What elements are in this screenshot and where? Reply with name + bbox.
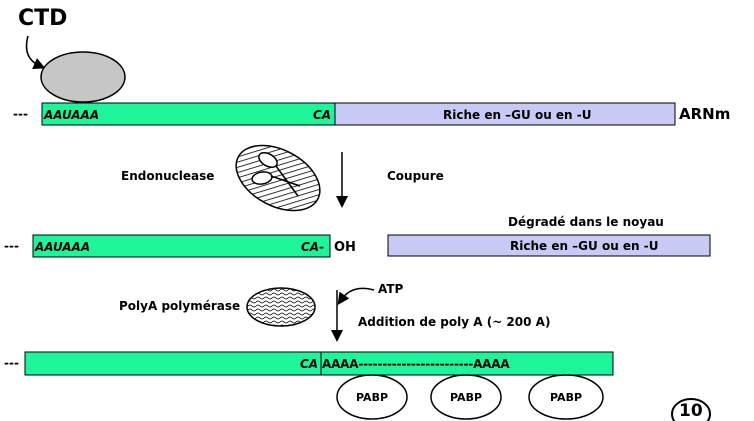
- row1-downstream-label: Riche en –GU ou en -U: [443, 108, 592, 122]
- ctd-ellipse: [40, 51, 126, 103]
- scissors-icon: [251, 152, 301, 197]
- pabp-ellipse: [528, 374, 604, 420]
- atp-arrow: [337, 287, 375, 305]
- row2-polyadenylation-signal: AAUAAA: [35, 240, 91, 254]
- degrade-label: Dégradé dans le noyau: [508, 215, 664, 229]
- polya-polymerase-ellipse: [246, 287, 316, 327]
- page-number-circle: [671, 398, 711, 421]
- pabp-label: PABP: [450, 391, 483, 404]
- oh-label: OH: [334, 240, 356, 255]
- ctd-label: CTD: [18, 6, 68, 31]
- pabp-ellipse: [336, 374, 408, 420]
- row3-dashes: ---: [4, 356, 19, 370]
- page-number: 10: [679, 401, 703, 421]
- ctd-pointer-arrow: [25, 35, 46, 70]
- pabp-ellipse: [430, 374, 502, 420]
- row1-cleavage-site: CA: [313, 108, 332, 122]
- polya-polymerase-label: PolyA polymérase: [119, 299, 241, 313]
- row3-cleavage-site: CA: [300, 357, 319, 371]
- coupure-label: Coupure: [387, 169, 444, 183]
- row1-polyadenylation-signal: AAUAAA: [44, 108, 100, 122]
- row2-upstream-region: [32, 234, 331, 258]
- pabp-label: PABP: [356, 391, 389, 404]
- polya-tail-label: AAAA------------------------AAAA: [322, 357, 510, 371]
- endonuclease-label: Endonuclease: [121, 169, 215, 183]
- row1-downstream-region: [334, 102, 676, 126]
- atp-label: ATP: [378, 282, 404, 296]
- row2-degraded-label: Riche en –GU ou en -U: [510, 239, 659, 253]
- row1-dashes: ---: [13, 107, 28, 121]
- row2-dashes: ---: [4, 239, 19, 253]
- row2-cleavage-site: CA-: [301, 240, 325, 254]
- pabp-label: PABP: [550, 391, 583, 404]
- row2-degraded-region: [387, 234, 711, 257]
- arnm-label: ARNm: [679, 105, 731, 123]
- row3-mrna-region: [24, 351, 322, 376]
- addition-label: Addition de poly A (~ 200 A): [358, 315, 551, 329]
